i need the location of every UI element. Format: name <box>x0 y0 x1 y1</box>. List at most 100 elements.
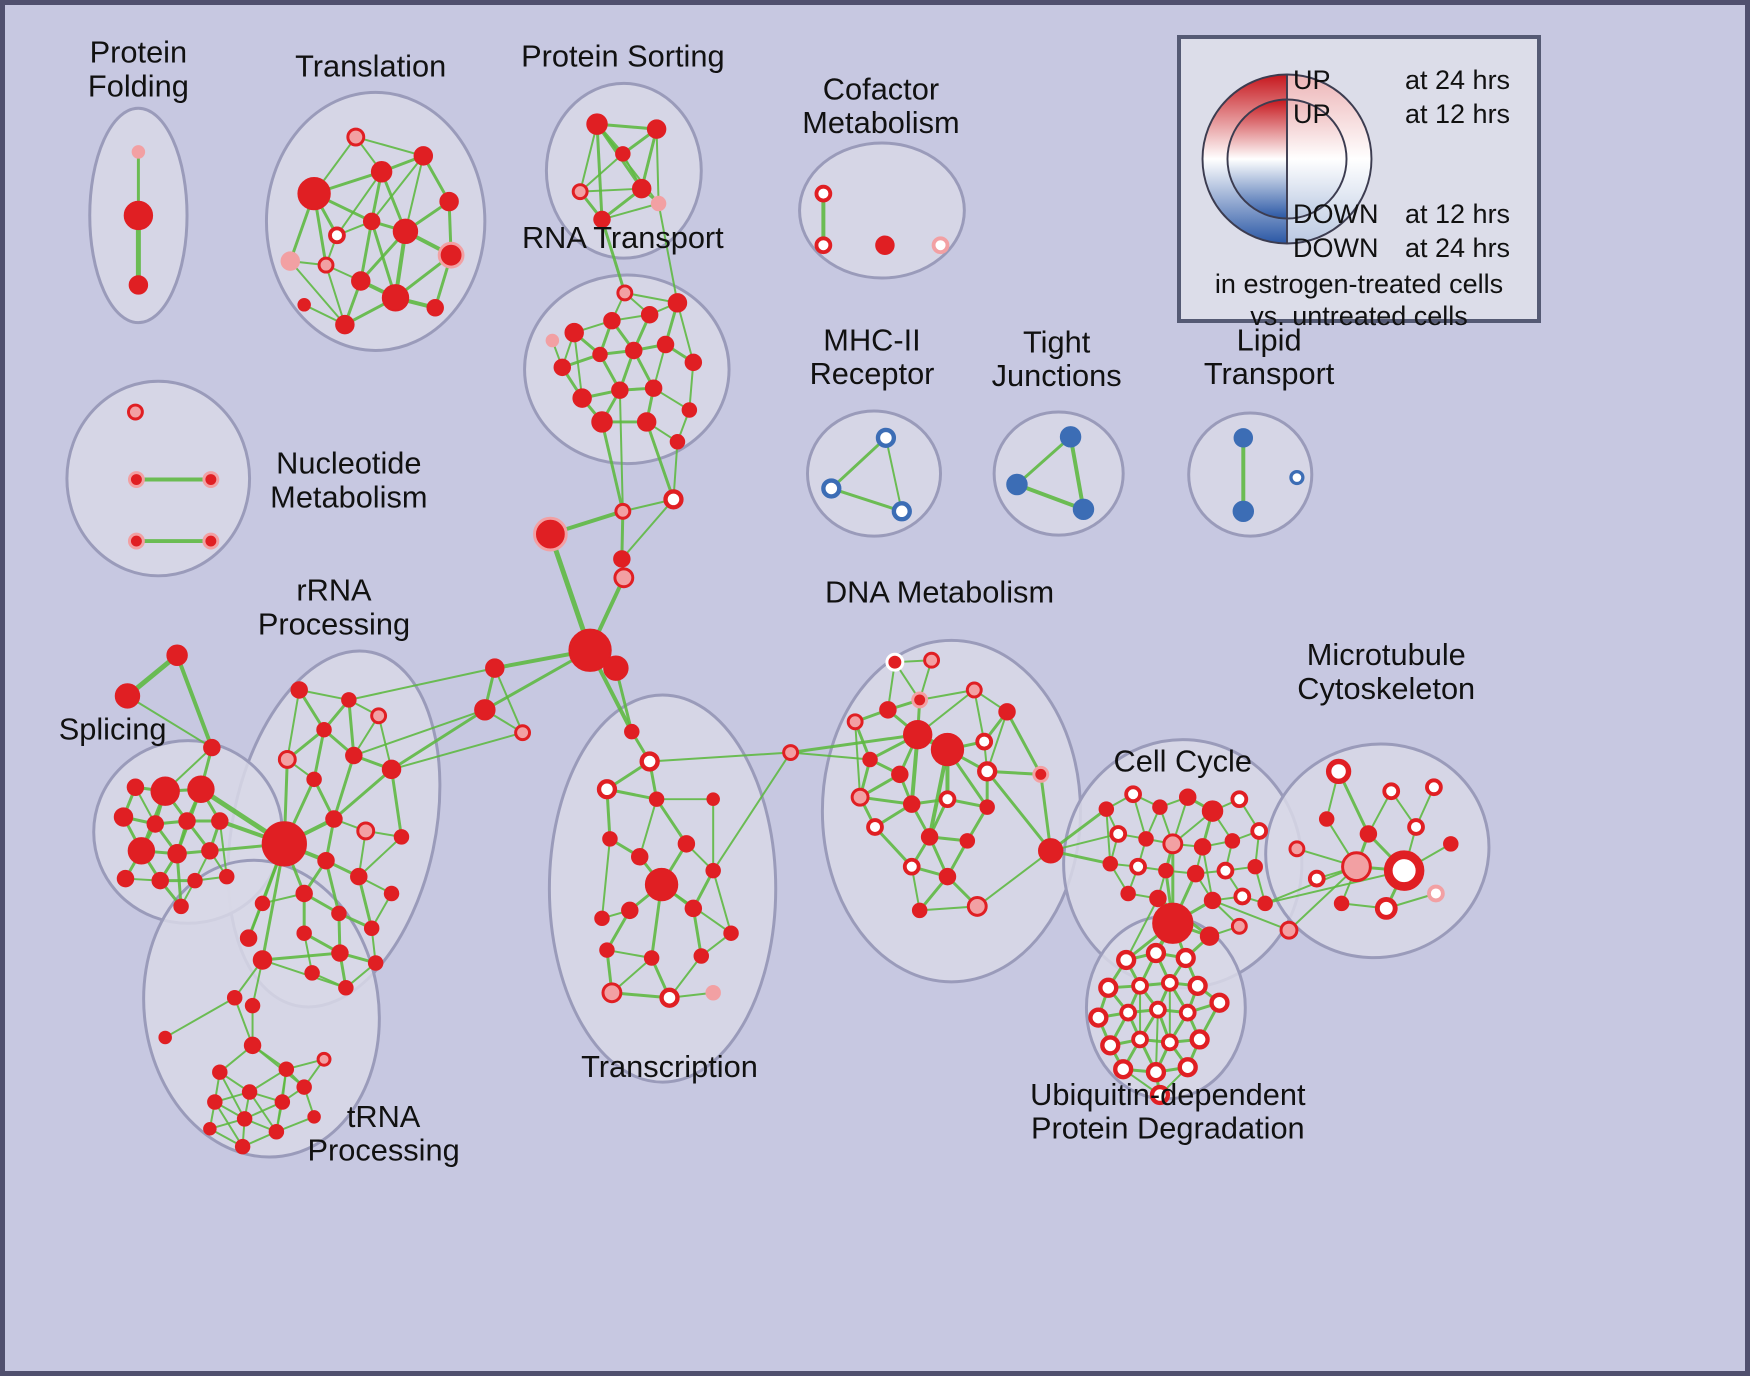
network-edge <box>1014 482 1086 512</box>
network-edge <box>248 1091 278 1133</box>
network-node <box>862 751 878 768</box>
network-node <box>596 779 618 800</box>
network-node <box>1129 857 1147 876</box>
network-node <box>1098 801 1115 817</box>
network-edge <box>873 825 914 869</box>
network-node <box>114 683 141 709</box>
network-node <box>1160 1033 1179 1052</box>
network-node <box>1201 800 1224 822</box>
network-node <box>437 241 465 269</box>
network-node <box>131 145 146 159</box>
network-node <box>116 869 135 888</box>
network-node <box>684 899 703 918</box>
network-node <box>1109 825 1128 843</box>
network-edge <box>986 710 1009 773</box>
network-node <box>345 746 363 765</box>
network-node <box>316 721 332 738</box>
network-node <box>631 178 652 199</box>
network-node <box>254 895 271 912</box>
network-node <box>341 692 357 708</box>
legend-updown-gradient-circle <box>1201 73 1373 245</box>
network-node <box>328 226 346 245</box>
nodes-layer <box>113 113 1459 1155</box>
network-node <box>977 761 998 782</box>
legend-down-24-time: at 24 hrs <box>1405 233 1511 263</box>
network-node <box>1279 920 1299 940</box>
network-node <box>681 402 698 418</box>
network-edge <box>251 1044 306 1089</box>
network-node <box>331 905 347 922</box>
network-node <box>212 1064 228 1080</box>
cluster-ellipse-microtubule-cytoskeleton <box>1264 742 1491 960</box>
network-node <box>875 235 895 255</box>
network-node <box>1098 977 1119 998</box>
network-node <box>966 895 988 917</box>
network-node <box>370 161 393 183</box>
network-node <box>187 775 215 803</box>
network-node <box>923 651 941 669</box>
network-node <box>346 127 366 147</box>
legend-down-12-time: at 12 hrs <box>1405 199 1511 229</box>
network-node <box>426 299 444 317</box>
network-edge <box>493 667 524 734</box>
network-edge <box>370 154 425 223</box>
legend-box: UP at 24 hrs UP at 12 hrs DOWN at 12 hrs… <box>1177 35 1541 331</box>
network-edge <box>976 849 1052 908</box>
network-edge <box>985 769 1053 853</box>
network-node <box>123 200 154 231</box>
network-node <box>920 828 939 846</box>
network-edge <box>324 859 341 915</box>
network-edge <box>601 837 611 920</box>
network-node <box>127 532 145 550</box>
network-node <box>207 1094 223 1110</box>
network-node <box>381 759 402 780</box>
network-node <box>381 284 410 312</box>
network-node <box>553 358 572 377</box>
network-node <box>591 411 613 433</box>
network-node <box>613 550 631 568</box>
network-node <box>1038 838 1064 864</box>
network-node <box>203 738 221 757</box>
legend-row-up-12: UP at 12 hrs <box>1181 99 1537 131</box>
network-node <box>814 236 833 255</box>
cluster-ellipse-cofactor-metabolism <box>798 141 966 280</box>
network-node <box>1149 1000 1167 1019</box>
network-edge <box>390 731 524 771</box>
network-node <box>644 379 663 397</box>
network-node <box>356 821 376 841</box>
legend-up-12-time: at 12 hrs <box>1405 99 1511 129</box>
network-edge <box>573 331 584 400</box>
network-edge <box>712 869 733 935</box>
network-node <box>684 353 703 372</box>
network-node <box>485 658 505 678</box>
network-node <box>902 719 933 750</box>
network-node <box>331 944 349 962</box>
network-node <box>393 829 410 845</box>
network-edge <box>638 798 658 858</box>
network-node <box>158 1030 172 1045</box>
network-node <box>902 857 921 876</box>
network-edge <box>357 875 374 930</box>
network-node <box>879 701 897 719</box>
network-node <box>178 812 196 830</box>
network-node <box>571 183 589 201</box>
network-node <box>624 723 640 740</box>
network-node <box>938 867 957 886</box>
network-edge <box>884 436 903 513</box>
network-node <box>1232 500 1255 523</box>
network-node <box>979 799 995 815</box>
network-node <box>244 997 261 1014</box>
network-edge <box>335 170 383 237</box>
network-node <box>644 867 679 902</box>
network-node <box>295 884 313 903</box>
network-node <box>1199 926 1220 946</box>
network-node <box>723 925 739 941</box>
network-node <box>625 341 643 360</box>
